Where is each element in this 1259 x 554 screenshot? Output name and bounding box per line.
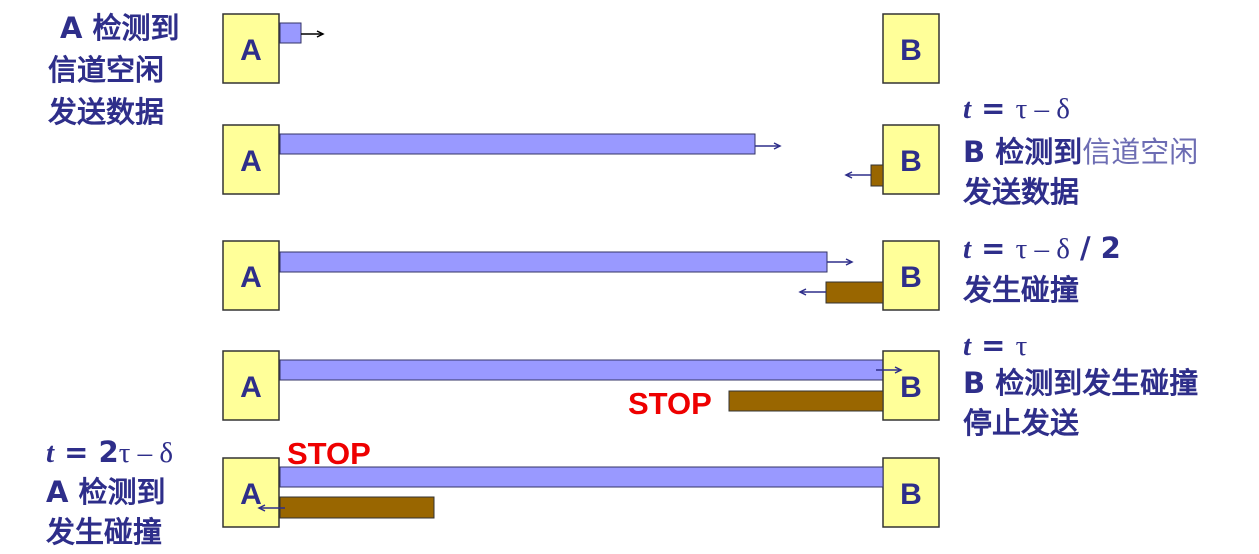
row-2: A B t = τ – δ B 检测到信道空闲 发送数据 (222, 91, 1198, 209)
station-b-label: B (900, 478, 922, 511)
arrowhead-left-icon (844, 171, 853, 179)
row2-time-label: t = τ – δ (963, 91, 1070, 125)
row4-caption-line3: 停止发送 (963, 406, 1079, 440)
station-a-box (222, 13, 280, 84)
arrowhead-right-icon (773, 142, 782, 150)
station-b-box (882, 13, 940, 84)
arrowhead-right-icon (894, 366, 903, 374)
signal-b-bar (870, 164, 884, 187)
station-a-label: A (240, 34, 262, 67)
signal-a-bar (279, 466, 884, 488)
row1-caption-line3: 发送数据 (47, 95, 164, 129)
stop-label: STOP (287, 436, 371, 471)
row3-caption-line2: 发生碰撞 (962, 273, 1079, 307)
stop-label: STOP (628, 386, 712, 421)
row4-time-label: t = τ (963, 328, 1028, 362)
station-a-label: A (240, 261, 262, 294)
station-b-box (882, 457, 940, 528)
arrowhead-left-icon (798, 288, 807, 296)
station-b-box (882, 350, 940, 421)
row2-caption-line3: 发送数据 (962, 175, 1079, 209)
station-b-label: B (900, 261, 922, 294)
signal-b-bar (825, 281, 884, 304)
station-a-label: A (240, 478, 262, 511)
row5-time-label: t = 2τ – δ (46, 435, 173, 469)
station-a-box (222, 350, 280, 421)
station-b-label: B (900, 34, 922, 67)
row-3: A B t = τ – δ / 2 发生碰撞 (222, 231, 1121, 311)
row-4: A B STOP t = τ B 检测到发生碰撞 停止发送 (222, 328, 1198, 440)
station-a-label: A (240, 371, 262, 404)
station-b-box (882, 124, 940, 195)
signal-a-bar (279, 359, 884, 381)
signal-b-bar (279, 496, 435, 519)
row1-caption-line2: 信道空闲 (48, 53, 164, 87)
signal-b-bar (728, 390, 884, 412)
row-5: t = 2τ – δ A 检测到 发生碰撞 A B STOP (45, 435, 940, 549)
signal-a-bar (279, 133, 756, 155)
signal-a-bar (279, 22, 302, 44)
station-a-label: A (240, 145, 262, 178)
arrowhead-right-icon (316, 30, 325, 38)
row-1: A 检测到 信道空闲 发送数据 A B (47, 11, 940, 129)
signal-a-bar (279, 251, 828, 273)
arrowhead-left-icon (257, 504, 266, 512)
row3-time-label: t = τ – δ / 2 (963, 231, 1121, 265)
arrowhead-right-icon (845, 258, 854, 266)
row1-caption-line1: A 检测到 (60, 11, 180, 45)
station-a-box (222, 457, 280, 528)
station-b-label: B (900, 145, 922, 178)
row2-caption-line2: B 检测到信道空闲 (963, 135, 1198, 169)
row5-caption-line2: A 检测到 (46, 475, 166, 509)
row5-caption-line3: 发生碰撞 (45, 515, 162, 549)
station-a-box (222, 240, 280, 311)
station-b-box (882, 240, 940, 311)
station-b-label: B (900, 371, 922, 404)
row4-caption-line2: B 检测到发生碰撞 (963, 366, 1198, 400)
station-a-box (222, 124, 280, 195)
